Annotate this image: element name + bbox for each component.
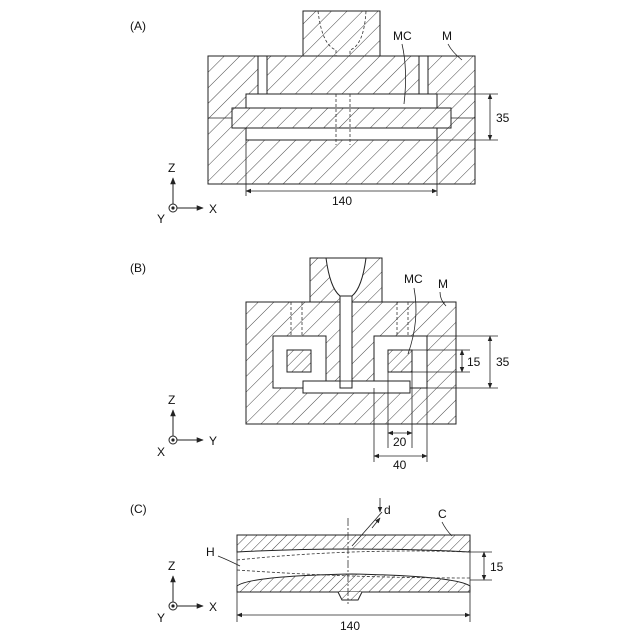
core-left [287, 350, 311, 372]
sprue-b [340, 296, 352, 388]
dim-c-width: 140 [340, 619, 360, 633]
axis-b-vertical: Z [168, 393, 175, 407]
dim-b-15: 15 [467, 355, 481, 369]
casting-top-plate [237, 535, 470, 552]
dim-height-label: 35 [496, 111, 510, 125]
hollow-top-line [237, 551, 470, 560]
core-label-b: MC [404, 272, 423, 286]
axis-triad-c: Z X Y [157, 559, 217, 625]
thickness-arrow-bottom [372, 518, 380, 528]
panel-c-label: (C) [130, 502, 147, 516]
axis-c-depth: Y [157, 611, 165, 625]
axis-b-horizontal: Y [209, 434, 217, 448]
panel-a: (A) MC M 35 140 [130, 11, 510, 226]
dim-b-35: 35 [496, 355, 510, 369]
mold-slot-right [419, 56, 428, 94]
runner-bottom [303, 381, 410, 393]
casting-leader [442, 522, 452, 536]
panel-a-label: (A) [130, 19, 146, 33]
axis-c-horizontal: X [209, 600, 217, 614]
casting-label: C [438, 507, 447, 521]
dim-b-40: 40 [393, 458, 407, 472]
axis-a-horizontal: X [209, 202, 217, 216]
core-label: MC [393, 29, 412, 43]
axis-a-depth: Y [157, 212, 165, 226]
panel-c: (C) d C H 15 140 [130, 498, 504, 633]
mold-label-b: M [438, 277, 448, 291]
dim-c-height: 15 [490, 560, 504, 574]
dim-b-20: 20 [393, 435, 407, 449]
core-plate [232, 108, 451, 128]
mold-slot-left [258, 56, 267, 94]
thickness-label: d [384, 503, 391, 517]
axis-a-vertical: Z [168, 161, 175, 175]
panel-b-label: (B) [130, 261, 146, 275]
panel-b: (B) MC M 35 15 [130, 258, 510, 472]
sprue-block [303, 11, 380, 56]
mold-label: M [442, 29, 452, 43]
casting-bottom-plate [237, 574, 470, 592]
axis-b-depth: X [157, 445, 165, 459]
hollow-label: H [206, 545, 215, 559]
dim-width-label: 140 [332, 194, 352, 208]
axis-triad-b: Z Y X [157, 393, 217, 459]
axis-c-vertical: Z [168, 559, 175, 573]
casting-protrusion [338, 592, 362, 600]
